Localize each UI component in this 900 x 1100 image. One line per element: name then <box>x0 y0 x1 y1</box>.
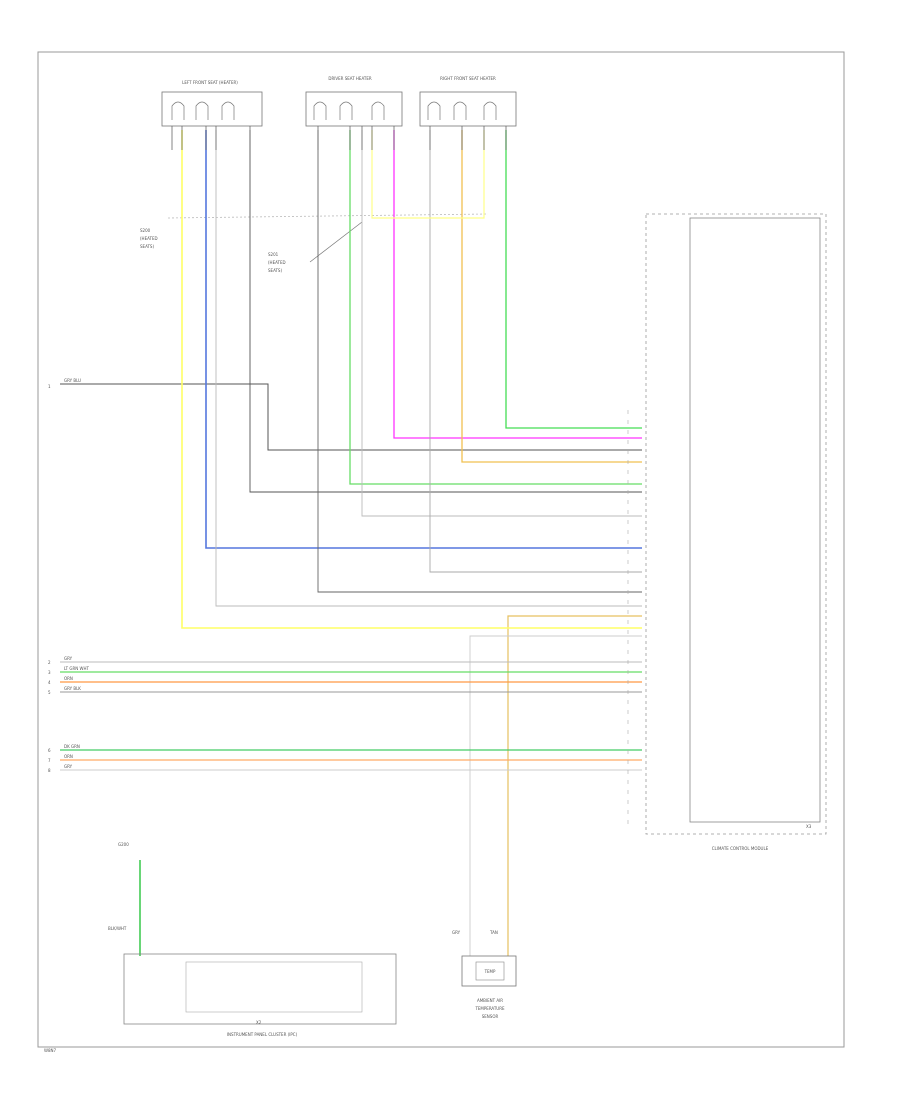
seat-module-right: RIGHT FRONT SEAT HEATER <box>419 76 517 127</box>
connector-stubs <box>171 126 507 150</box>
svg-text:2: 2 <box>48 660 51 665</box>
svg-text:SENSOR: SENSOR <box>482 1014 499 1019</box>
svg-text:(HEATED: (HEATED <box>140 236 158 241</box>
svg-text:G200: G200 <box>118 842 129 847</box>
sensor-value: TEMP <box>484 969 496 974</box>
seat-module-center-label: DRIVER SEAT HEATER <box>328 76 371 81</box>
wires <box>60 130 642 956</box>
cluster-connector: X2 <box>256 1020 262 1025</box>
footer-ref: W8N7 <box>44 1048 56 1053</box>
climate-control-connector: X3 <box>806 824 812 829</box>
seat-module-center: DRIVER SEAT HEATER <box>305 76 403 127</box>
seat-module-right-label: RIGHT FRONT SEAT HEATER <box>440 76 496 81</box>
climate-control-module: CLIMATE CONTROL MODULE X3 <box>645 213 827 851</box>
svg-text:GRY: GRY <box>64 764 73 769</box>
climate-control-module-title: CLIMATE CONTROL MODULE <box>712 846 769 851</box>
splice-bus <box>167 213 489 219</box>
svg-text:7: 7 <box>48 758 51 763</box>
instrument-panel-cluster: INSTRUMENT PANEL CLUSTER (IPC) X2 <box>123 953 397 1037</box>
svg-text:GRY: GRY <box>64 656 73 661</box>
svg-text:TEMPERATURE: TEMPERATURE <box>474 1006 505 1011</box>
sensor-title: AMBIENT AIR TEMPERATURE SENSOR <box>474 998 505 1019</box>
ground-label: G200 <box>118 842 129 847</box>
svg-text:GRY BLK: GRY BLK <box>64 686 81 691</box>
svg-text:ORN: ORN <box>64 754 73 759</box>
seat-module-left-label: LEFT FRONT SEAT (HEATER) <box>182 80 238 85</box>
svg-text:1: 1 <box>48 384 51 389</box>
svg-text:ORN: ORN <box>64 676 73 681</box>
svg-text:SEATS): SEATS) <box>268 268 282 273</box>
ambient-temperature-sensor: TEMP <box>461 955 517 987</box>
svg-text:GRY: GRY <box>452 930 461 935</box>
svg-text:4: 4 <box>48 680 51 685</box>
svg-text:S201: S201 <box>268 252 279 257</box>
page-frame <box>37 51 845 1048</box>
svg-text:6: 6 <box>48 748 51 753</box>
cluster-title: INSTRUMENT PANEL CLUSTER (IPC) <box>227 1032 298 1037</box>
svg-text:LT GRN WHT: LT GRN WHT <box>64 666 89 671</box>
svg-text:8: 8 <box>48 768 51 773</box>
svg-text:TAN: TAN <box>489 930 498 935</box>
left-ref-numbers: 1 2 3 4 5 6 7 8 <box>48 384 51 773</box>
svg-text:SEATS): SEATS) <box>140 244 154 249</box>
ground-wire-label: BLK/WHT <box>108 926 127 931</box>
svg-text:(HEATED: (HEATED <box>268 260 286 265</box>
svg-text:AMBIENT AIR: AMBIENT AIR <box>477 998 503 1003</box>
sensor-wire-labels: GRY TAN <box>452 930 498 935</box>
svg-text:GRY BLU: GRY BLU <box>64 378 81 383</box>
left-wire-labels: GRY BLU GRY LT GRN WHT ORN GRY BLK DK GR… <box>64 378 89 769</box>
splice-label-center: S201 (HEATED SEATS) <box>268 252 286 273</box>
splice-leader <box>309 221 363 263</box>
svg-text:5: 5 <box>48 690 51 695</box>
svg-text:S200: S200 <box>140 228 151 233</box>
svg-text:DK GRN: DK GRN <box>64 744 80 749</box>
seat-module-left: LEFT FRONT SEAT (HEATER) <box>161 80 263 127</box>
splice-label-left: S200 (HEATED SEATS) <box>140 228 158 249</box>
svg-text:3: 3 <box>48 670 51 675</box>
